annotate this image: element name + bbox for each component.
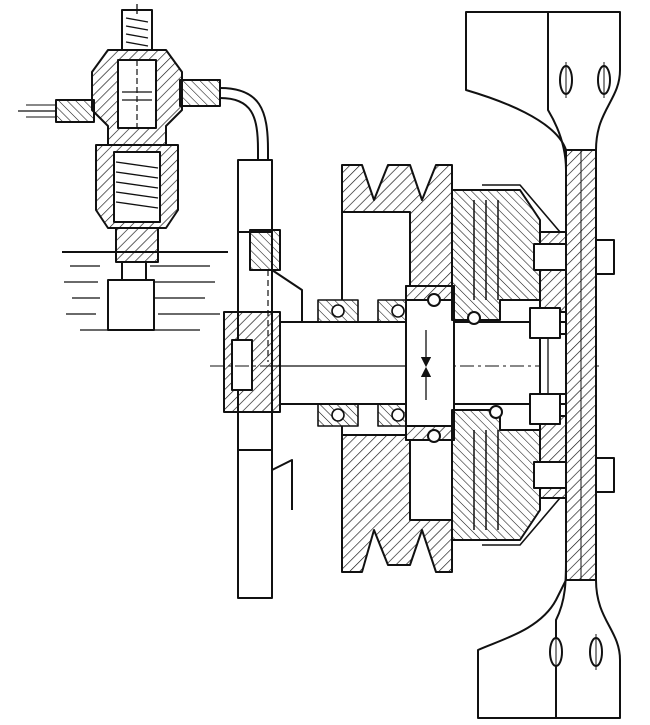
oil-passage	[405, 285, 455, 443]
thermostatic-valve	[18, 4, 221, 331]
mounting-bracket	[465, 11, 621, 719]
v-belt-pulley	[341, 164, 453, 573]
